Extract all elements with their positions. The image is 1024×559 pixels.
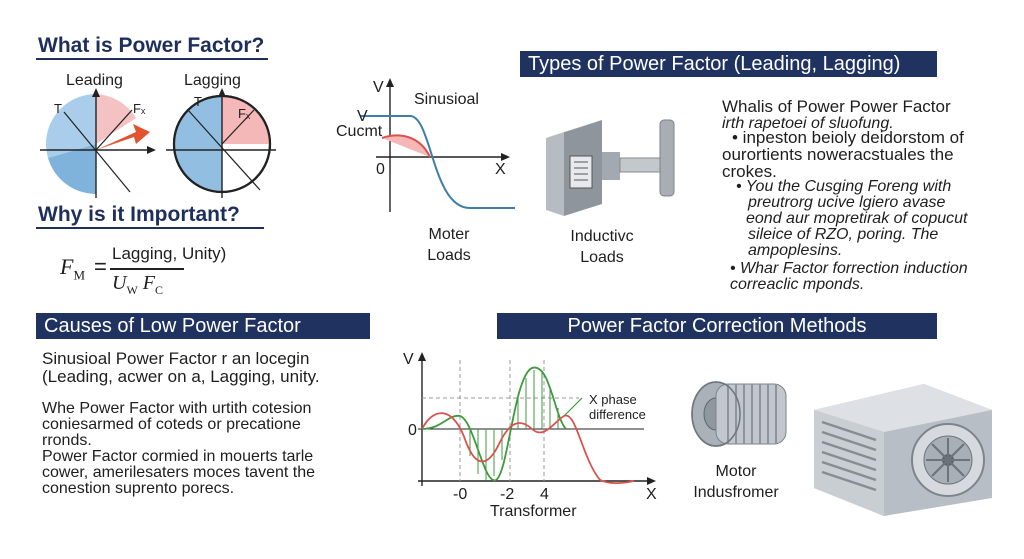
formula-denominator: UW FC xyxy=(112,272,164,297)
t-label-1: T xyxy=(54,101,62,116)
types-bullet-2: • You the Cusging Foreng with preutrorg … xyxy=(736,178,968,259)
formula-eq: = xyxy=(94,254,107,279)
graph1-x-axis: X xyxy=(495,161,506,178)
leading-phasor xyxy=(40,88,156,198)
leading-blue-sector-lower xyxy=(48,144,96,194)
voltage-curve xyxy=(421,366,567,481)
corr-tick-2: -2 xyxy=(500,486,515,503)
types-bullet-1: • inpeston beioly deidorstom of ourortie… xyxy=(722,128,964,181)
types-banner: Types of Power Factor (Leading, Lagging) xyxy=(520,51,937,77)
graph1-v-axis: V xyxy=(373,79,384,96)
current-curve xyxy=(360,115,515,209)
leading-blue-sector xyxy=(45,94,96,158)
inductive-load-icon xyxy=(546,119,675,216)
corr-zero: 0 xyxy=(408,422,417,439)
graph1-zero: 0 xyxy=(376,161,385,178)
sinusoidal-graph xyxy=(360,78,515,212)
fx-label-2: Fₓ xyxy=(238,106,251,121)
lagging-phasor xyxy=(166,88,276,198)
causes-paragraph: Whe Power Factor with urtith cotesion co… xyxy=(42,400,316,497)
causes-intro: Sinusioal Power Factor r an locegin (Lea… xyxy=(42,349,320,386)
causes-banner: Causes of Low Power Factor xyxy=(36,313,370,339)
formula-lhs: FM xyxy=(60,254,86,283)
transformer-caption: Transformer xyxy=(490,503,577,520)
title-underline-2 xyxy=(36,227,264,229)
lagging-label: Lagging xyxy=(184,72,241,89)
corr-v-axis: V xyxy=(403,351,414,368)
motor-icon xyxy=(691,381,787,447)
phasor-diagrams xyxy=(40,88,276,198)
phase-difference-graph xyxy=(418,352,656,486)
current-curve-red xyxy=(421,412,635,485)
fx-label-1: Fₓ xyxy=(133,101,146,116)
graph1-title: Sinusioal xyxy=(414,91,479,108)
graph1-current-label: Cucmt xyxy=(336,123,383,140)
corr-tick-1: -0 xyxy=(453,486,468,503)
leading-label: Leading xyxy=(66,72,123,89)
t-label-2: T xyxy=(194,94,202,109)
leading-red-sector xyxy=(96,94,136,144)
corr-x-axis: X xyxy=(646,486,657,503)
leading-arrow-icon xyxy=(96,124,150,150)
capacitor-bank-icon xyxy=(814,384,992,516)
green-hatch xyxy=(469,370,559,480)
formula-numerator: Lagging, Unity) xyxy=(112,244,227,263)
title-underline xyxy=(36,58,268,60)
types-sub: irth rapetoei of sluofung. xyxy=(722,115,894,132)
types-heading: Whalis of Power Power Factor xyxy=(722,97,951,116)
corr-tick-3: 4 xyxy=(540,486,549,503)
phase-area xyxy=(382,135,430,157)
types-bullet-3: • Whar Factor forrection induction corre… xyxy=(730,260,968,293)
graph1-v-label: V xyxy=(357,108,368,125)
formula-fraction-bar xyxy=(110,268,184,270)
correction-banner: Power Factor Correction Methods xyxy=(497,313,937,339)
what-is-pf-title: What is Power Factor? xyxy=(38,34,265,57)
why-important-title: Why is it Important? xyxy=(38,203,240,226)
lagging-blue-sector xyxy=(174,96,222,192)
